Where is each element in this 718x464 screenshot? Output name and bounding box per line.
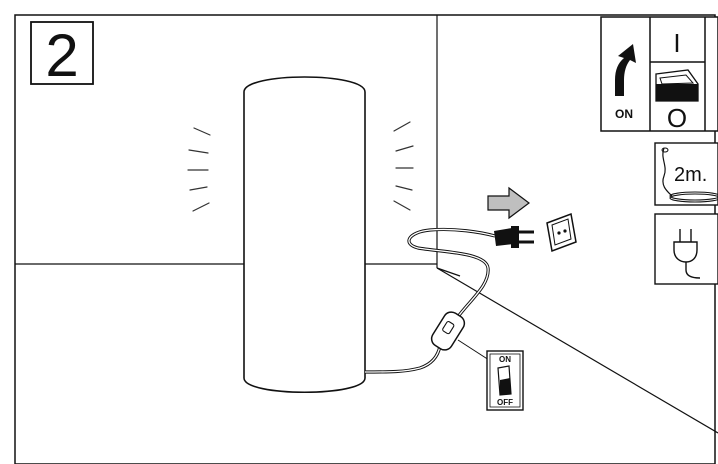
inline-switch <box>430 311 466 351</box>
step-number: 2 <box>45 22 78 89</box>
switch-panel-on-label: ON <box>615 107 633 121</box>
curved-up-arrow-icon <box>615 44 636 96</box>
plug-symbol-icon <box>673 229 701 279</box>
rocker-switch-icon <box>497 365 512 396</box>
switch-panel-off-symbol: O <box>667 103 687 133</box>
room-lines <box>15 15 718 434</box>
cable-lamp-to-switch <box>364 345 442 374</box>
cable-coil-icon <box>662 147 673 197</box>
cable-length-panel: 2m. <box>654 142 718 206</box>
arrow-right-icon <box>487 186 530 220</box>
plug-symbol-panel <box>654 213 718 285</box>
switch-callout-line <box>457 339 490 361</box>
inline-switch-on-label: ON <box>499 355 511 364</box>
light-rays-right <box>393 121 414 211</box>
wall-socket-icon <box>546 212 577 253</box>
inline-switch-label-box: ON OFF <box>486 350 524 411</box>
plug-icon <box>494 226 534 248</box>
light-rays-left <box>187 127 211 212</box>
inline-switch-off-label: OFF <box>497 398 513 407</box>
lamp-cylinder <box>243 76 366 393</box>
switch-panel-on-symbol: I <box>673 28 680 58</box>
cable-length-label: 2m. <box>674 164 707 186</box>
step-number-box: 2 <box>30 21 94 89</box>
panel-rocker-icon <box>655 69 699 102</box>
switch-panel: ON I O <box>600 16 718 133</box>
